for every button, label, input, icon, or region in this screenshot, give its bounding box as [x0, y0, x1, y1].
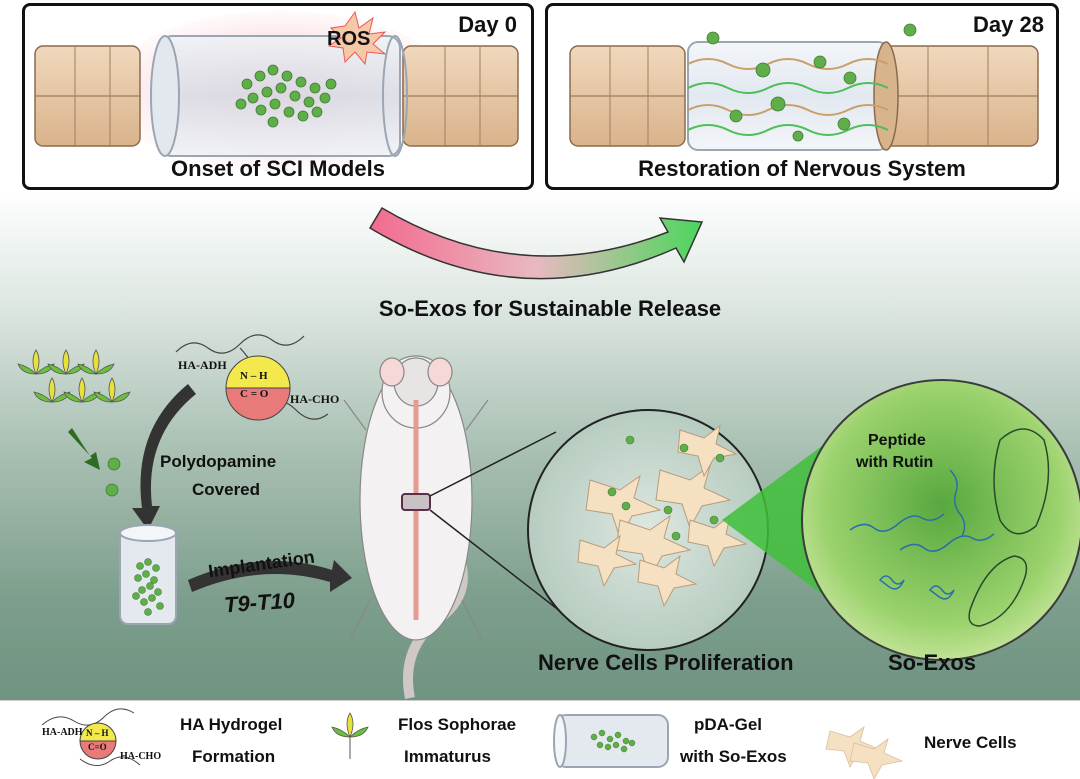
regenerated-axons — [687, 58, 889, 136]
legend-item-4-line1: Nerve Cells — [924, 733, 1017, 752]
pda-gel-cylinder — [119, 524, 177, 625]
day0-label: Day 0 — [458, 12, 517, 37]
day28-label: Day 28 — [973, 12, 1044, 37]
schiff-base-bond-icon — [225, 355, 291, 421]
release-arrow — [368, 206, 704, 280]
legend-item-2-line2: Immaturus — [404, 747, 491, 766]
covered-label: Covered — [192, 480, 261, 499]
process-arrow — [132, 384, 196, 530]
t9-t10-label: T9-T10 — [223, 587, 296, 618]
legend-item-1-line2: Formation — [192, 747, 276, 766]
legend-item-3-line2: with So-Exos — [680, 747, 787, 766]
nerve-cells-legend-icon — [825, 726, 904, 779]
polydopamine-label: Polydopamine — [160, 452, 277, 471]
spinal-cord-segment-left — [569, 45, 686, 147]
ha-cho-label: HA-CHO — [290, 392, 340, 406]
legend-nh: N – H — [86, 728, 109, 738]
nh-label: N – H — [240, 370, 268, 382]
left-panel-caption: Onset of SCI Models — [171, 156, 385, 181]
nerve-cells-caption: Nerve Cells Proliferation — [538, 650, 794, 675]
legend-icons — [41, 708, 904, 779]
sci-model-illustration — [34, 10, 519, 171]
hydrogel-conduit — [150, 35, 408, 157]
legend-item-3-line1: pDA-Gel — [694, 715, 762, 734]
cell-exos — [607, 435, 725, 541]
zoom-line-upper — [429, 431, 557, 497]
pda-gel-legend-icon — [553, 714, 669, 768]
so-exos-cluster — [235, 64, 337, 128]
extraction-arrow — [68, 428, 100, 470]
extracted-exos — [105, 457, 121, 497]
so-exos-caption: So-Exos — [888, 650, 977, 675]
peptide-label: Peptide — [868, 432, 926, 449]
ha-adh-label: HA-ADH — [178, 358, 227, 372]
restoration-illustration — [569, 23, 1039, 151]
exo-zoom-cone — [722, 440, 830, 600]
mouse-illustration — [343, 355, 489, 699]
so-exo-magnified — [801, 379, 1080, 661]
legend-ha-cho: HA-CHO — [120, 751, 162, 762]
spinal-cord-segment-right — [402, 45, 519, 147]
implantation-arrow — [188, 560, 352, 592]
legend-co: C=O — [88, 742, 107, 752]
co-label: C = O — [240, 388, 269, 400]
with-rutin-label: with Rutin — [856, 454, 934, 471]
legend-item-2-line1: Flos Sophorae — [398, 715, 517, 734]
right-panel-caption: Restoration of Nervous System — [638, 156, 966, 181]
spinal-cord-segment-right — [877, 45, 1039, 147]
legend-ha-adh: HA-ADH — [42, 727, 83, 738]
so-exos-scattered — [706, 23, 917, 142]
panel-day0: Day 0 ROS Onset of SCI Models — [22, 3, 534, 190]
ha-hydrogel-legend-icon — [41, 708, 141, 766]
flos-sophorae-cluster — [17, 349, 131, 404]
ros-label: ROS — [327, 28, 371, 50]
legend: HA-ADH HA-CHO N – H C=O HA Hydrogel Form… — [0, 700, 1080, 779]
flos-sophorae-legend-icon — [331, 712, 369, 759]
spinal-cord-segment-left — [34, 45, 141, 147]
legend-item-1-line1: HA Hydrogel — [180, 715, 283, 734]
release-label: So-Exos for Sustainable Release — [378, 296, 722, 321]
panel-day28: Day 28 Restoration of Nervous System — [545, 3, 1059, 190]
ros-burst — [327, 10, 387, 66]
diagram-graphics — [17, 206, 1080, 699]
exo-internal-structures — [849, 428, 1050, 627]
